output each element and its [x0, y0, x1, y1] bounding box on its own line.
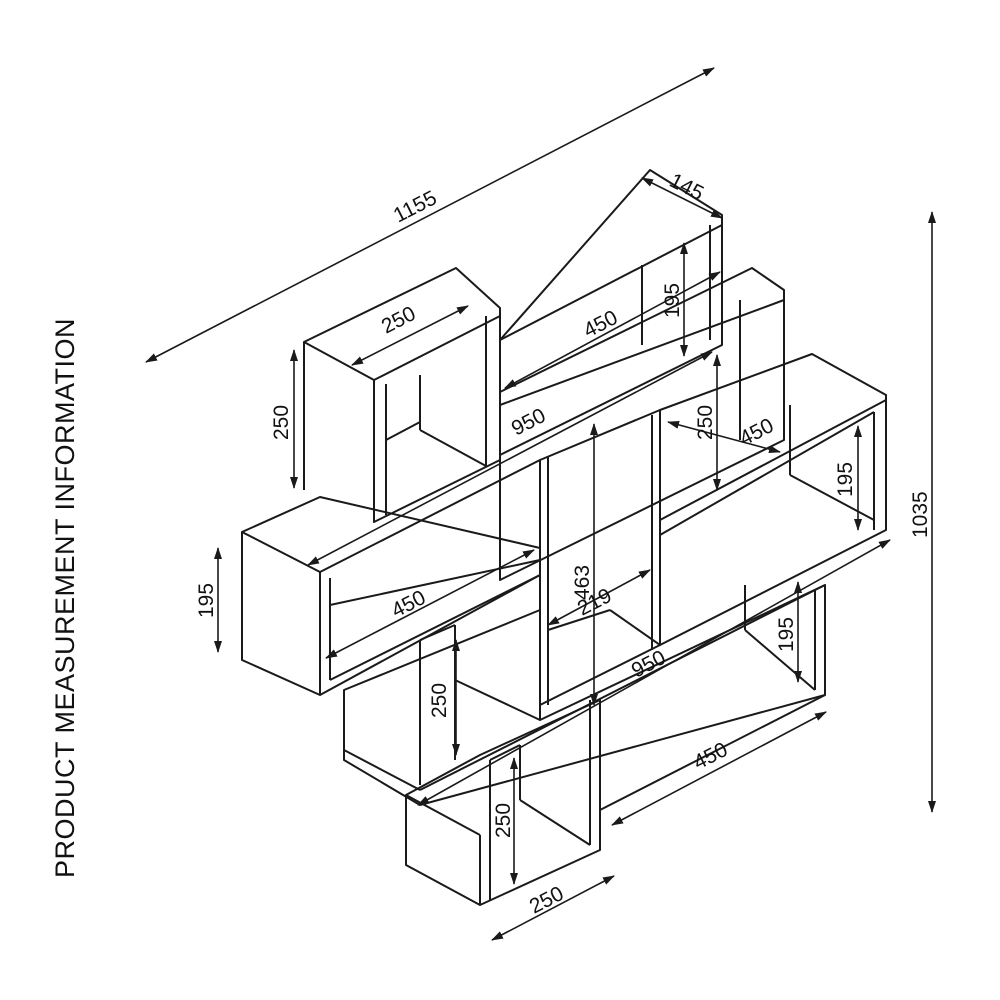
page-title: PRODUCT MEASUREMENT INFORMATION [50, 318, 80, 878]
dim-top-box-height: 250 [270, 405, 293, 440]
dim-right-box-height: 250 [694, 405, 717, 440]
dim-top-shelf-height: 195 [661, 283, 684, 318]
dim-depth: 145 [666, 169, 708, 205]
dim-lower-right-width: 450 [690, 738, 732, 774]
shelf-outline [241, 169, 887, 906]
dim-overall-width: 1155 [390, 186, 441, 227]
dim-top-shelf-width: 450 [580, 306, 622, 342]
dim-lower-right-height: 195 [775, 617, 798, 652]
dim-lower-left-height: 250 [428, 683, 451, 718]
dim-right-shelf-height: 195 [834, 462, 857, 497]
dim-bottom-box-height: 250 [492, 803, 515, 838]
dim-right-box-width: 450 [736, 414, 778, 450]
dimension-labels: 1155 1035 145 250 250 450 195 950 250 45… [195, 169, 932, 918]
dim-overall-height: 1035 [909, 491, 932, 538]
dim-center-height: 463 [571, 565, 594, 600]
dim-upper-board-length: 950 [508, 404, 550, 440]
dim-bottom-box-width: 250 [526, 882, 568, 918]
dim-left-shelf-height: 195 [195, 583, 218, 618]
dimension-lines [145, 67, 936, 941]
dim-lower-board-length: 950 [628, 646, 670, 682]
